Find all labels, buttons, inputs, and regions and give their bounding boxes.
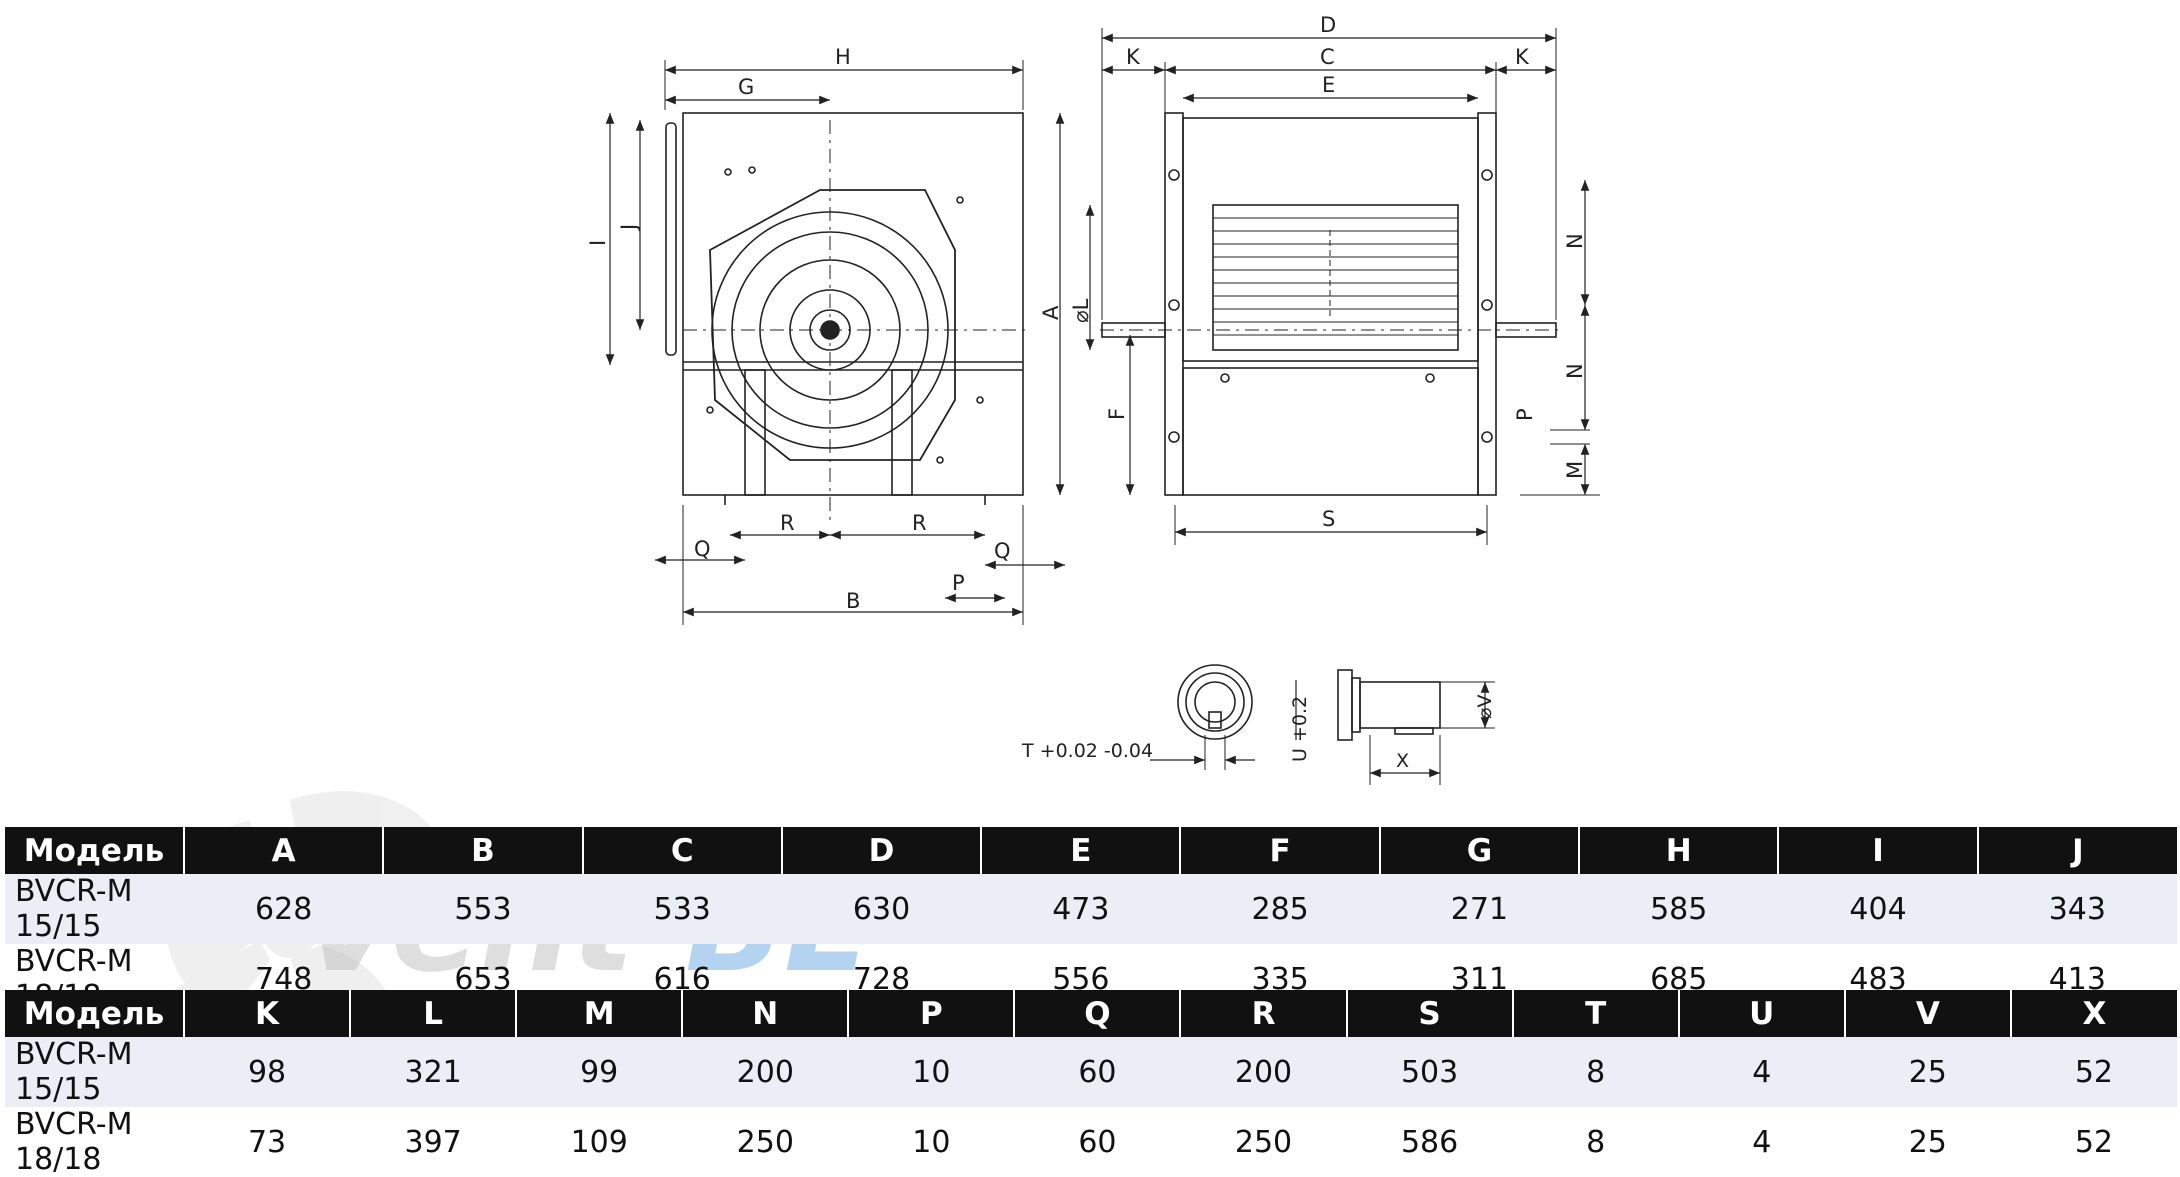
dimension-cell: 628: [184, 874, 384, 944]
dimension-cell: 533: [582, 874, 782, 944]
column-header-q: Q: [1013, 990, 1181, 1037]
column-header-s: S: [1345, 990, 1513, 1037]
dimension-cell: 553: [383, 874, 583, 944]
dimension-cell: 4: [1678, 1037, 1845, 1107]
dim-label-t: T +0.02 -0.04: [1021, 740, 1153, 762]
dimension-cell: 60: [1078, 1124, 1117, 1160]
dimension-cell: 404: [1778, 874, 1978, 944]
dim-label-b: B: [846, 589, 860, 613]
dim-label-d: D: [1320, 13, 1336, 37]
column-header-model: Модель: [5, 827, 184, 874]
dimension-cell: 25: [1844, 1037, 2011, 1107]
dim-label-p-side: P: [1513, 408, 1537, 421]
dim-label-i: I: [586, 240, 610, 246]
model-name-cell: BVCR-M 15/15: [5, 874, 184, 944]
dimension-cell: 586: [1400, 1124, 1459, 1160]
column-header-v: V: [1843, 990, 2011, 1037]
dimension-cell: 52: [2074, 1124, 2114, 1160]
column-header-g: G: [1378, 827, 1580, 874]
column-header-a: A: [182, 827, 384, 874]
dim-label-a: A: [1039, 305, 1063, 320]
column-header-c: C: [581, 827, 782, 874]
dim-label-r-right: R: [912, 511, 927, 535]
dimension-cell: 99: [516, 1037, 683, 1107]
dimension-cell: 200: [682, 1037, 849, 1107]
dimension-cell: 52: [2010, 1037, 2177, 1107]
dim-label-h: H: [835, 45, 851, 69]
column-header-r: R: [1179, 990, 1347, 1037]
dimension-cell: 109: [570, 1124, 628, 1160]
dimension-cell: 4: [1752, 1124, 1772, 1160]
column-header-j: J: [1976, 827, 2177, 874]
dimension-cell: 8: [1512, 1037, 1679, 1107]
dimension-cell: 98: [184, 1037, 351, 1107]
dimension-cell: 60: [1014, 1037, 1181, 1107]
column-header-b: B: [382, 827, 583, 874]
dim-label-j: J: [617, 224, 641, 232]
column-header-model: Модель: [5, 990, 184, 1037]
dim-label-x: X: [1396, 750, 1409, 772]
dim-label-n-bottom: N: [1563, 363, 1587, 379]
dim-label-n-top: N: [1563, 233, 1587, 249]
column-header-k: K: [182, 990, 351, 1037]
dim-label-r-left: R: [780, 511, 795, 535]
dimension-cell: 473: [981, 874, 1181, 944]
dimension-cell: 271: [1379, 874, 1580, 944]
column-header-n: N: [681, 990, 849, 1037]
dimension-cell: 25: [1908, 1124, 1947, 1160]
dimension-cell: 321: [350, 1037, 517, 1107]
dim-label-k-right: K: [1515, 45, 1530, 69]
column-header-f: F: [1179, 827, 1380, 874]
column-header-l: L: [349, 990, 517, 1037]
front-view: [605, 60, 1065, 625]
column-header-e: E: [980, 827, 1181, 874]
dim-label-g: G: [738, 75, 754, 99]
dim-label-k-left: K: [1126, 45, 1141, 69]
dim-label-s: S: [1322, 507, 1335, 531]
dimension-cell: 10: [848, 1037, 1015, 1107]
dimension-cell: 285: [1180, 874, 1380, 944]
column-header-t: T: [1511, 990, 1679, 1037]
dimension-cell: 585: [1579, 874, 1779, 944]
column-header-m: M: [515, 990, 683, 1037]
dim-label-u: U +0.2: [1289, 696, 1311, 762]
dim-label-q-left: Q: [694, 537, 711, 561]
column-header-x: X: [2009, 990, 2177, 1037]
dim-label-f: F: [1105, 408, 1129, 420]
dimension-cell: 630: [781, 874, 982, 944]
dimension-cell: 200: [1180, 1037, 1347, 1107]
column-header-p: P: [847, 990, 1015, 1037]
dim-label-p-front: P: [952, 571, 965, 595]
dim-label-m: M: [1563, 461, 1587, 479]
dimension-cell: 10: [912, 1124, 951, 1160]
dimension-cell: 343: [1977, 874, 2177, 944]
dimension-cell: 250: [1234, 1124, 1293, 1160]
shaft-detail: [1150, 664, 1495, 785]
model-name-cell: BVCR-M 15/15: [5, 1037, 184, 1107]
dim-label-v: ⌀V: [1474, 695, 1496, 719]
side-view: [1085, 28, 1600, 545]
dimension-cell: 503: [1346, 1037, 1513, 1107]
column-header-h: H: [1578, 827, 1779, 874]
column-header-d: D: [780, 827, 982, 874]
column-header-i: I: [1777, 827, 1978, 874]
dimension-cell: 8: [1586, 1124, 1606, 1160]
dim-label-c: C: [1320, 45, 1335, 69]
dim-label-e: E: [1322, 73, 1335, 97]
dim-label-q-right: Q: [994, 539, 1011, 563]
column-header-u: U: [1677, 990, 1845, 1037]
dimension-cell: 250: [736, 1124, 794, 1160]
technical-drawing: H G I J A Q R R Q P B D K C K E ⌀L F N N…: [586, 13, 1600, 785]
dimension-cell: 397: [404, 1124, 462, 1160]
dim-label-l: ⌀L: [1069, 298, 1093, 323]
dimension-cell: 73: [247, 1124, 287, 1160]
